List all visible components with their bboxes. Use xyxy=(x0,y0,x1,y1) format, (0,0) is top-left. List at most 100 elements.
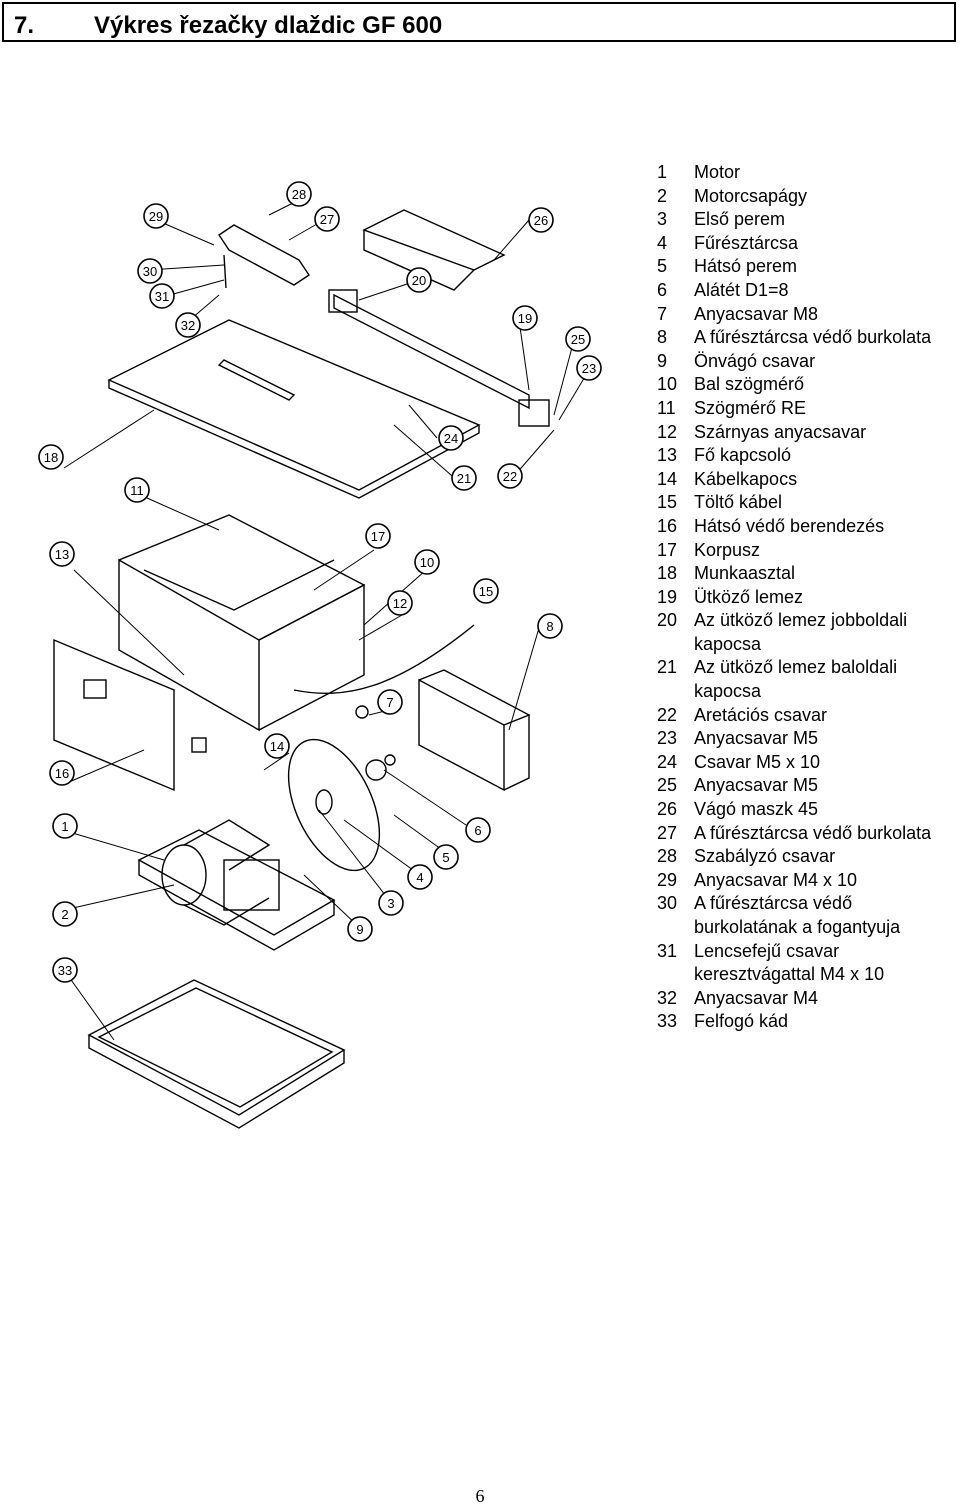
svg-text:6: 6 xyxy=(474,823,481,838)
motor-base-part xyxy=(137,829,336,951)
callout-6: 6 xyxy=(465,817,491,843)
svg-text:23: 23 xyxy=(582,361,596,376)
svg-text:27: 27 xyxy=(320,212,334,227)
svg-text:8: 8 xyxy=(546,619,553,634)
stop-plate-part xyxy=(333,293,530,410)
legend-item-text: Ütköző lemez xyxy=(694,586,804,607)
svg-text:18: 18 xyxy=(44,450,58,465)
callout-1: 1 xyxy=(52,813,78,839)
page-number: 6 xyxy=(475,1486,485,1506)
collector-part xyxy=(418,669,531,792)
rear-guard-part xyxy=(53,638,175,792)
legend-item-number: 14 xyxy=(657,468,678,489)
motor-part xyxy=(161,844,207,906)
svg-text:13: 13 xyxy=(55,547,69,562)
callout-31: 31 xyxy=(149,283,175,309)
nut-part xyxy=(355,705,369,719)
legend-item-text: Motor xyxy=(694,162,741,182)
legend-item: 26 Vágó maszk 45 xyxy=(657,798,957,822)
legend-item-text: Vágó maszk 45 xyxy=(694,799,819,820)
section-title-box: 7. Výkres řezačky dlaždic GF 600 xyxy=(2,2,956,42)
exploded-view-drawing: 29 28 27 26 30 31 32 20 19 25 23 24 18 2… xyxy=(14,170,622,1142)
callout-19: 19 xyxy=(512,305,538,331)
stop-plate-clamp-right xyxy=(328,289,358,313)
legend-item-number: 1 xyxy=(657,162,668,182)
legend-item-text: Anyacsavar M8 xyxy=(694,303,819,324)
callout-22: 22 xyxy=(497,463,523,489)
svg-text:12: 12 xyxy=(393,596,407,611)
legend-item-number: 19 xyxy=(657,586,678,607)
legend-item-number: 26 xyxy=(657,799,678,820)
legend-item-text: Anyacsavar M4 xyxy=(694,987,819,1008)
callout-circles: 29 28 27 26 30 31 32 20 19 25 23 24 18 2… xyxy=(38,181,602,983)
callout-33: 33 xyxy=(52,957,78,983)
legend-item-text: Csavar M5 x 10 xyxy=(694,751,821,772)
svg-text:15: 15 xyxy=(479,584,493,599)
svg-text:21: 21 xyxy=(457,471,471,486)
callout-12: 12 xyxy=(387,590,413,616)
legend-item-number: 31 xyxy=(657,940,678,961)
cutting-mask-part xyxy=(362,209,506,291)
rear-flange-part xyxy=(365,759,387,781)
body-part xyxy=(118,558,260,732)
section-number: 7. xyxy=(14,12,35,39)
callout-25: 25 xyxy=(565,326,591,352)
washer-part xyxy=(384,754,396,766)
legend-item-text: Felfogó kád xyxy=(694,1011,789,1032)
svg-text:11: 11 xyxy=(130,483,144,498)
svg-text:7: 7 xyxy=(386,695,393,710)
legend-item-text: A fűrésztárcsa védő burkolatának a fogan… xyxy=(694,893,901,937)
callout-5: 5 xyxy=(433,844,459,870)
svg-text:2: 2 xyxy=(61,907,68,922)
legend-item-number: 21 xyxy=(657,657,678,678)
callout-4: 4 xyxy=(407,864,433,890)
callout-9: 9 xyxy=(347,916,373,942)
svg-text:30: 30 xyxy=(143,264,157,279)
callout-14: 14 xyxy=(264,733,290,759)
svg-text:28: 28 xyxy=(292,187,306,202)
motor-bearing-part xyxy=(223,859,280,911)
svg-text:16: 16 xyxy=(55,766,69,781)
legend-item-text: Anyacsavar M5 xyxy=(694,728,819,749)
legend-item-number: 10 xyxy=(657,374,678,395)
callout-30: 30 xyxy=(137,258,163,284)
callout-24: 24 xyxy=(438,425,464,451)
svg-text:25: 25 xyxy=(571,332,585,347)
legend-item-text: Az ütköző lemez jobboldali kapocsa xyxy=(694,610,908,654)
legend-item-number: 28 xyxy=(657,846,678,867)
callout-28: 28 xyxy=(286,181,312,207)
saw-blade-part xyxy=(287,738,381,872)
legend-item-text: Lencsefejű csavar keresztvágattal M4 x 1… xyxy=(694,940,885,985)
legend-item-text: Az ütköző lemez baloldali kapocsa xyxy=(694,657,898,702)
legend-item: 11 Szögmérő RE xyxy=(657,397,957,421)
legend-item-text: Szögmérő RE xyxy=(694,397,807,418)
legend-item-number: 8 xyxy=(657,327,668,348)
legend-item-number: 11 xyxy=(657,397,676,418)
legend-item: 19 Ütköző lemez xyxy=(657,586,957,610)
legend-item-text: Anyacsavar M4 x 10 xyxy=(694,869,858,890)
svg-text:5: 5 xyxy=(442,850,449,865)
legend-item-number: 3 xyxy=(657,209,668,230)
legend-item-text: Alátét D1=8 xyxy=(694,279,789,300)
blade-guard-part xyxy=(218,224,310,286)
legend-item-text: Korpusz xyxy=(694,539,761,560)
callout-7: 7 xyxy=(377,689,403,715)
section-title: Výkres řezačky dlaždic GF 600 xyxy=(94,12,443,39)
legend-item-number: 18 xyxy=(657,563,678,584)
legend-item-number: 2 xyxy=(657,185,668,206)
